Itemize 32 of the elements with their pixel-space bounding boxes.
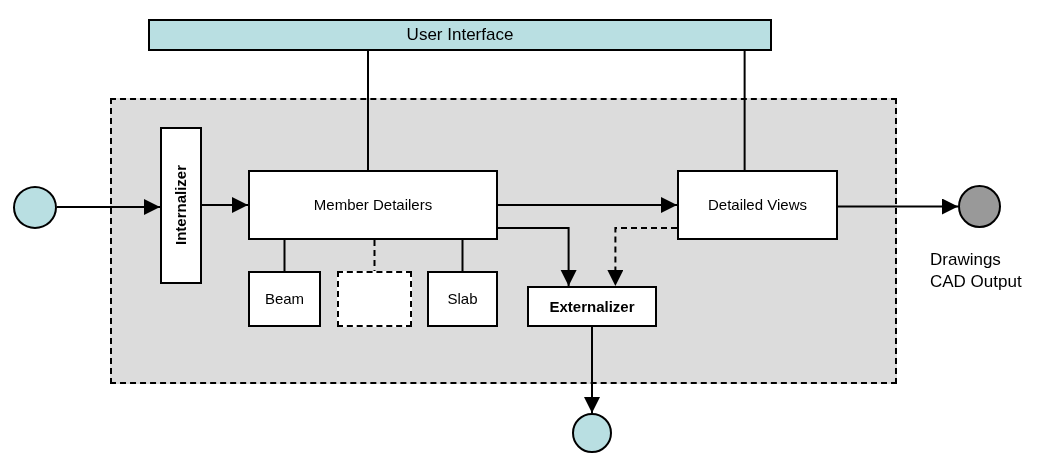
node-caption: Drawings CAD Output	[930, 249, 1023, 294]
process-box	[527, 286, 657, 327]
process-box	[160, 127, 202, 284]
connector-line	[367, 50, 369, 171]
node-label: Beam	[264, 290, 305, 308]
process-box	[248, 170, 498, 240]
interface-bar	[148, 19, 772, 51]
end-circle	[572, 413, 612, 453]
node-label: Externalizer	[549, 297, 635, 316]
process-box	[677, 170, 838, 240]
start-circle	[13, 186, 57, 229]
node-label: Internalizer	[172, 165, 190, 246]
empty-dashed-box	[337, 271, 412, 327]
connector-line	[373, 239, 376, 272]
arrow	[56, 199, 161, 216]
arrow	[201, 197, 249, 213]
end-circle	[958, 185, 1001, 228]
arrow	[497, 197, 678, 213]
arrow	[584, 326, 600, 414]
component-box	[248, 271, 321, 327]
node-label: Detailed Views	[708, 196, 807, 214]
node-label: User Interface	[406, 24, 514, 46]
dashed-group-box	[110, 98, 897, 384]
arrow	[497, 227, 577, 287]
node-label: Slab	[447, 290, 478, 308]
arrow	[837, 198, 959, 215]
connector-line	[743, 50, 746, 171]
connector-line	[283, 239, 286, 272]
connector-line	[461, 239, 464, 272]
component-box	[427, 271, 498, 327]
arrow	[607, 227, 678, 287]
node-label: Member Detailers	[313, 196, 433, 214]
